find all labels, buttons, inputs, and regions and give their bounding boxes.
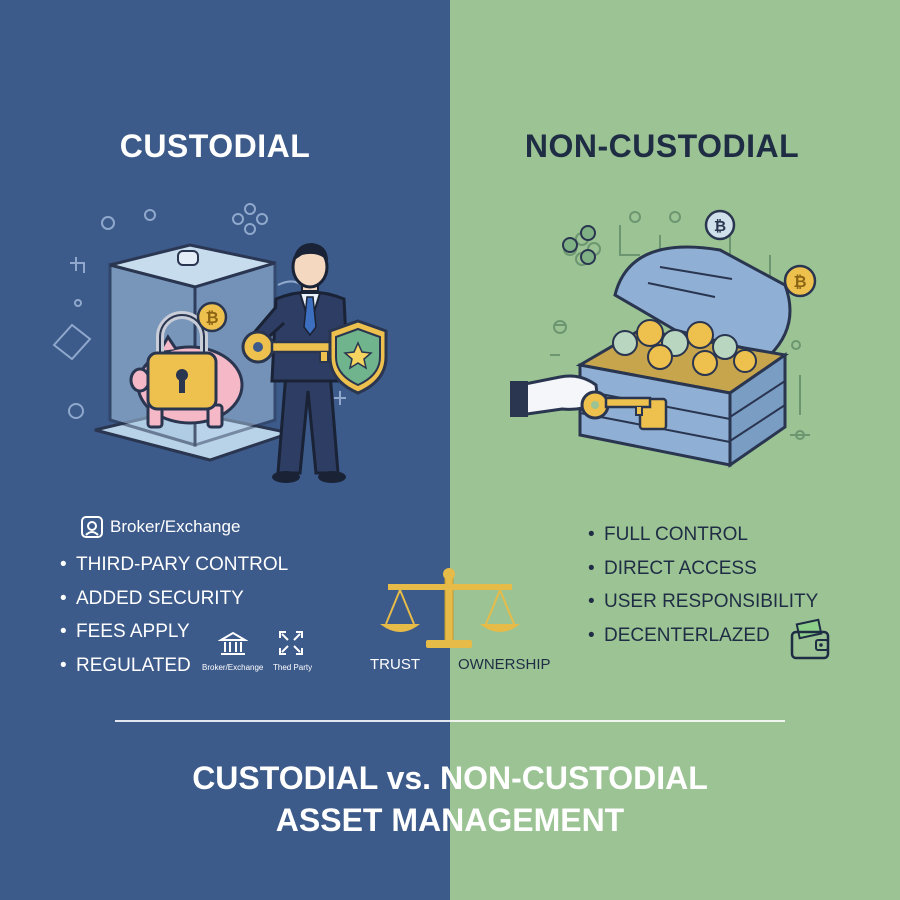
non-custodial-bullet-list: FULL CONTROL DIRECT ACCESS USER RESPONSI… [588, 518, 818, 652]
ownership-label: OWNERSHIP [458, 656, 551, 673]
custodial-bullet-list: THIRD-PARY CONTROL ADDED SECURITY FEES A… [60, 548, 288, 682]
non-custodial-bullet: USER RESPONSIBILITY [588, 585, 818, 619]
golden-key-icon [241, 330, 340, 364]
trust-label: TRUST [370, 656, 420, 673]
custodial-bullet: FEES APPLY [60, 615, 288, 649]
broker-exchange-label: Broker/Exchange [110, 517, 241, 536]
non-custodial-illustration: ₿ ₿ [510, 209, 817, 468]
svg-text:₿: ₿ [793, 272, 806, 291]
shield-star-icon [328, 319, 388, 395]
svg-text:₿: ₿ [714, 217, 726, 235]
businessman [250, 243, 350, 483]
mini-label-third-party: Thed Party [273, 663, 313, 672]
footer-title-line1: CUSTODIAL vs. NON-CUSTODIAL [192, 760, 708, 796]
wallet-icon [790, 618, 830, 660]
bitcoin-coin: ₿ [196, 301, 228, 333]
bank-building-icon [218, 631, 248, 655]
footer-divider [115, 720, 785, 722]
non-custodial-bullet: FULL CONTROL [588, 518, 818, 552]
svg-text:₿: ₿ [205, 308, 218, 327]
custodial-bullet: THIRD-PARY CONTROL [60, 548, 288, 582]
custodial-bullet: ADDED SECURITY [60, 582, 288, 616]
custodial-illustration: ₿ [52, 203, 388, 483]
non-custodial-bullet: DIRECT ACCESS [588, 552, 818, 586]
mini-label-broker: Broker/Exchange [202, 663, 264, 672]
non-custodial-bullet: DECENTERLAZED [588, 619, 818, 653]
non-custodial-heading: NON-CUSTODIAL [524, 128, 800, 164]
bitcoin-coin-floating: ₿ ₿ [704, 209, 817, 298]
third-party-arrows-icon [279, 631, 303, 655]
custodial-heading: CUSTODIAL [119, 128, 311, 164]
broker-id-icon [81, 516, 103, 538]
custodial-bullet: REGULATED [60, 649, 288, 683]
treasure-chest [575, 245, 792, 468]
padlock-icon [146, 311, 218, 411]
network-nodes-icon [562, 225, 596, 265]
footer-title-line2: ASSET MANAGEMENT [275, 802, 625, 838]
hand-holding-key-icon [510, 374, 652, 420]
balance-scale-icon [380, 568, 520, 648]
coin-pile [612, 319, 757, 376]
broker-exchange-row: Broker/Exchange [80, 515, 240, 539]
